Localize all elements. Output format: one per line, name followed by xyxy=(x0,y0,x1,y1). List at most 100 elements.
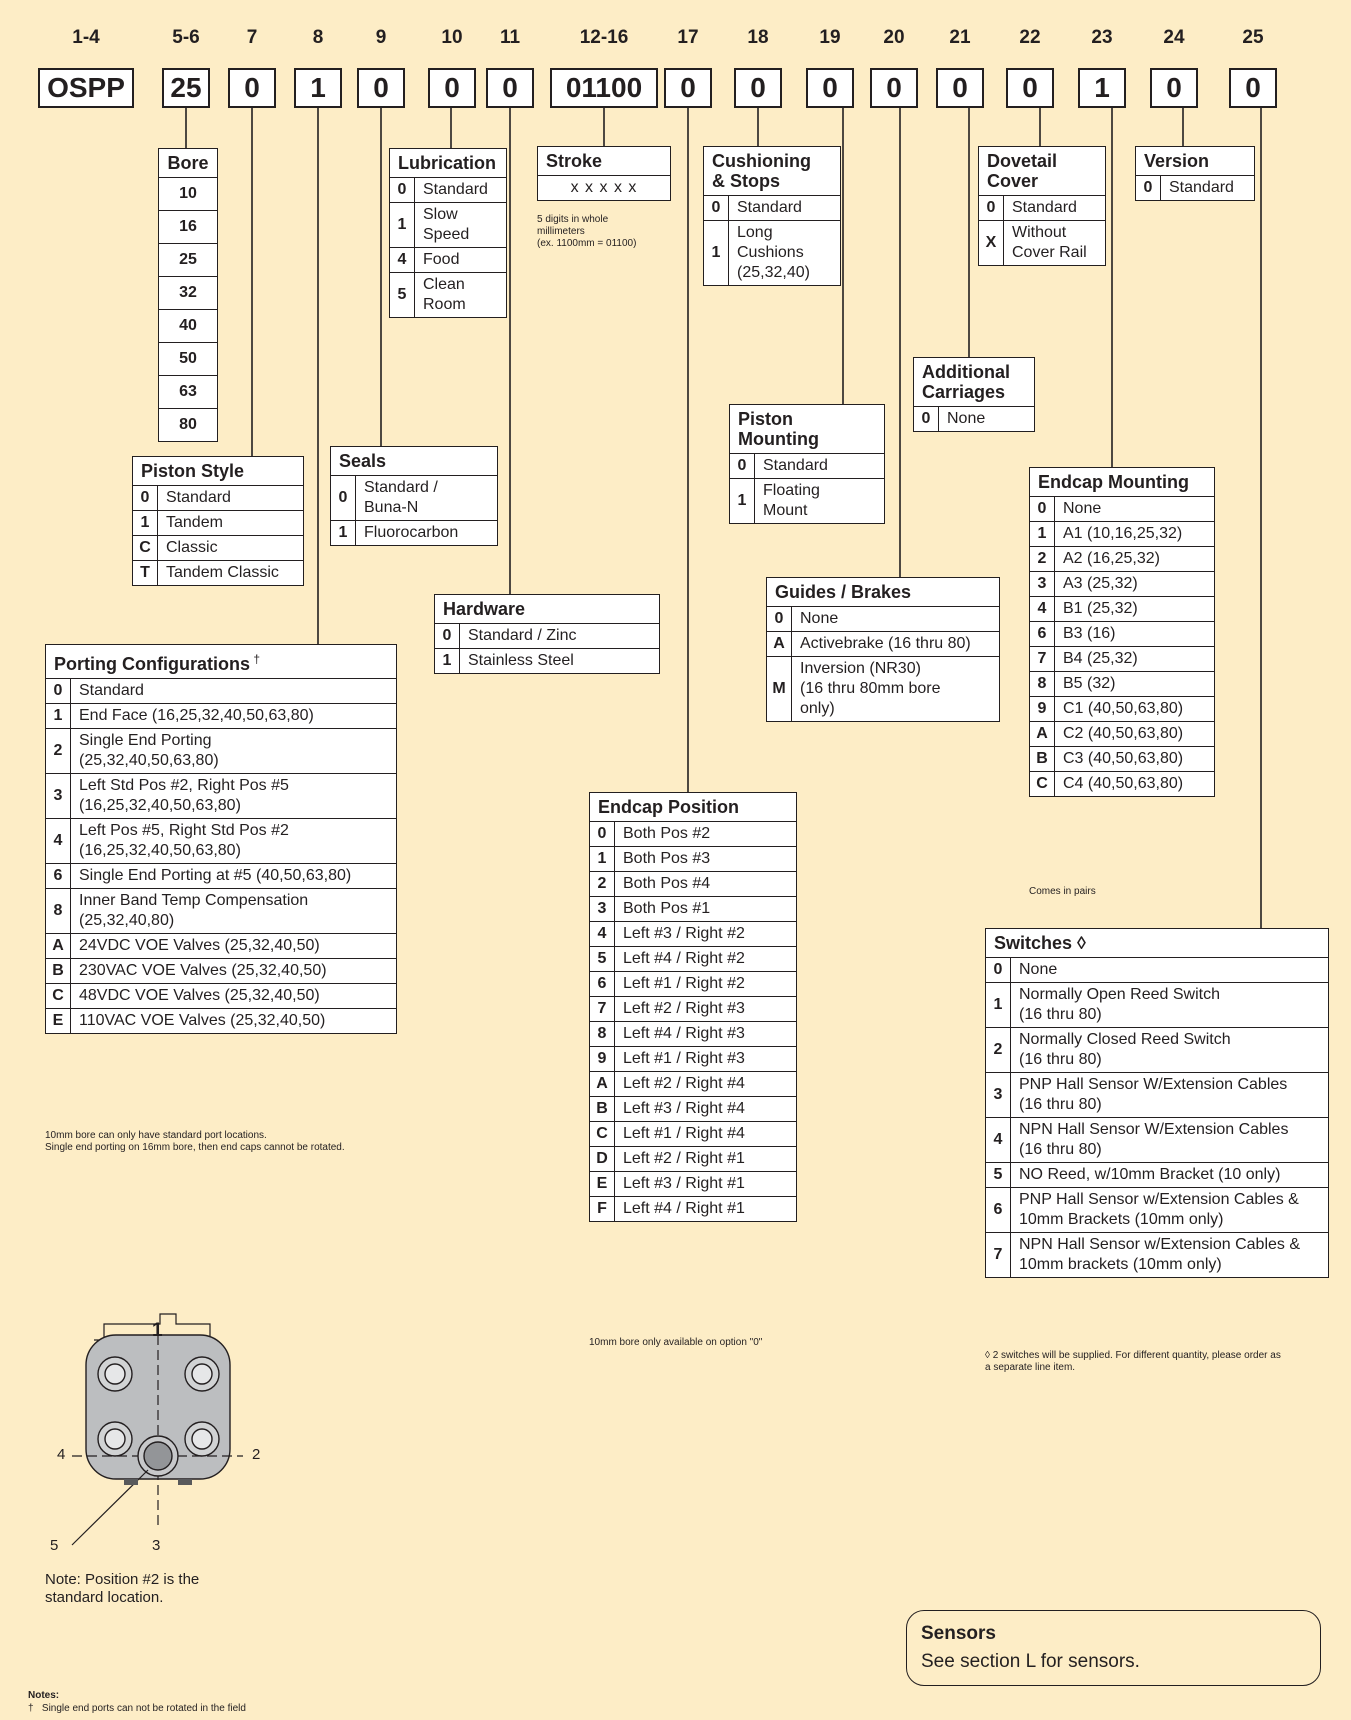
option-code: 4 xyxy=(985,1117,1011,1163)
option-code: 7 xyxy=(985,1232,1011,1278)
position-label: 21 xyxy=(949,27,971,48)
option-code: 6 xyxy=(45,863,71,889)
table-title: Piston Style xyxy=(132,456,304,486)
option-label: Normally Closed Reed Switch (16 thru 80) xyxy=(1010,1027,1329,1073)
option-code: A xyxy=(1029,721,1055,747)
option-label: Left #4 / Right #3 xyxy=(614,1021,797,1047)
option-label: Left #4 / Right #1 xyxy=(614,1196,797,1222)
notes-title: Notes: xyxy=(28,1690,60,1701)
option-code: 0 xyxy=(589,821,615,847)
option-label: 230VAC VOE Valves (25,32,40,50) xyxy=(70,958,397,984)
position-label: 17 xyxy=(677,27,699,48)
table-title: Stroke xyxy=(537,146,671,176)
option-label: Standard xyxy=(728,195,841,221)
sensors-text: See section L for sensors. xyxy=(921,1651,1140,1672)
code-box: 0 xyxy=(228,68,276,108)
code-box: 0 xyxy=(734,68,782,108)
option-code: 9 xyxy=(589,1046,615,1072)
option-label: None xyxy=(938,406,1035,432)
option-code: 1 xyxy=(985,982,1011,1028)
table-title: Additional Carriages xyxy=(913,357,1035,407)
table-title: Guides / Brakes xyxy=(766,577,1000,607)
option-code: 6 xyxy=(1029,621,1055,647)
option-code: T xyxy=(132,560,158,586)
option-code: 9 xyxy=(1029,696,1055,722)
code-box: 0 xyxy=(486,68,534,108)
option-code: 1 xyxy=(45,703,71,729)
option-code: X xyxy=(978,220,1004,266)
option-label: Left #1 / Right #3 xyxy=(614,1046,797,1072)
position-label: 20 xyxy=(883,27,905,48)
option-code: 3 xyxy=(1029,571,1055,597)
option-code: 0 xyxy=(985,957,1011,983)
option-label: Both Pos #1 xyxy=(614,896,797,922)
option-code: 5 xyxy=(985,1162,1011,1188)
option-code: 4 xyxy=(589,921,615,947)
option-label: Both Pos #2 xyxy=(614,821,797,847)
option-label: Left #2 / Right #4 xyxy=(614,1071,797,1097)
code-box: 0 xyxy=(357,68,405,108)
option-code: 5 xyxy=(389,272,415,318)
code-box: 0 xyxy=(936,68,984,108)
option-label: Left #1 / Right #4 xyxy=(614,1121,797,1147)
diagram-label-5: 5 xyxy=(50,1537,59,1554)
option-label: None xyxy=(1054,496,1215,522)
option-label: C1 (40,50,63,80) xyxy=(1054,696,1215,722)
option-label: None xyxy=(1010,957,1329,983)
option-label: A3 (25,32) xyxy=(1054,571,1215,597)
position-label: 5-6 xyxy=(172,27,200,48)
option-label: Inner Band Temp Compensation (25,32,40,8… xyxy=(70,888,397,934)
position-label: 22 xyxy=(1019,27,1041,48)
option-code: 1 xyxy=(729,478,755,524)
code-box: 25 xyxy=(162,68,210,108)
option-code: 1 xyxy=(389,202,415,248)
option-label: Inversion (NR30) (16 thru 80mm bore only… xyxy=(791,656,1000,722)
option-label: Single End Porting (25,32,40,50,63,80) xyxy=(70,728,397,774)
option-code: C xyxy=(45,983,71,1009)
option-label: A2 (16,25,32) xyxy=(1054,546,1215,572)
option-code: 2 xyxy=(985,1027,1011,1073)
option-label: Both Pos #4 xyxy=(614,871,797,897)
option-code: 5 xyxy=(589,946,615,972)
option-label: Left #3 / Right #2 xyxy=(614,921,797,947)
bore-option: 80 xyxy=(158,408,218,442)
position-label: 11 xyxy=(499,27,521,48)
option-label: Standard xyxy=(70,678,397,704)
table-title: Version xyxy=(1135,146,1255,176)
option-label: Long Cushions (25,32,40) xyxy=(728,220,841,286)
option-code: 3 xyxy=(45,773,71,819)
option-code: 4 xyxy=(389,247,415,273)
option-code: 0 xyxy=(132,485,158,511)
